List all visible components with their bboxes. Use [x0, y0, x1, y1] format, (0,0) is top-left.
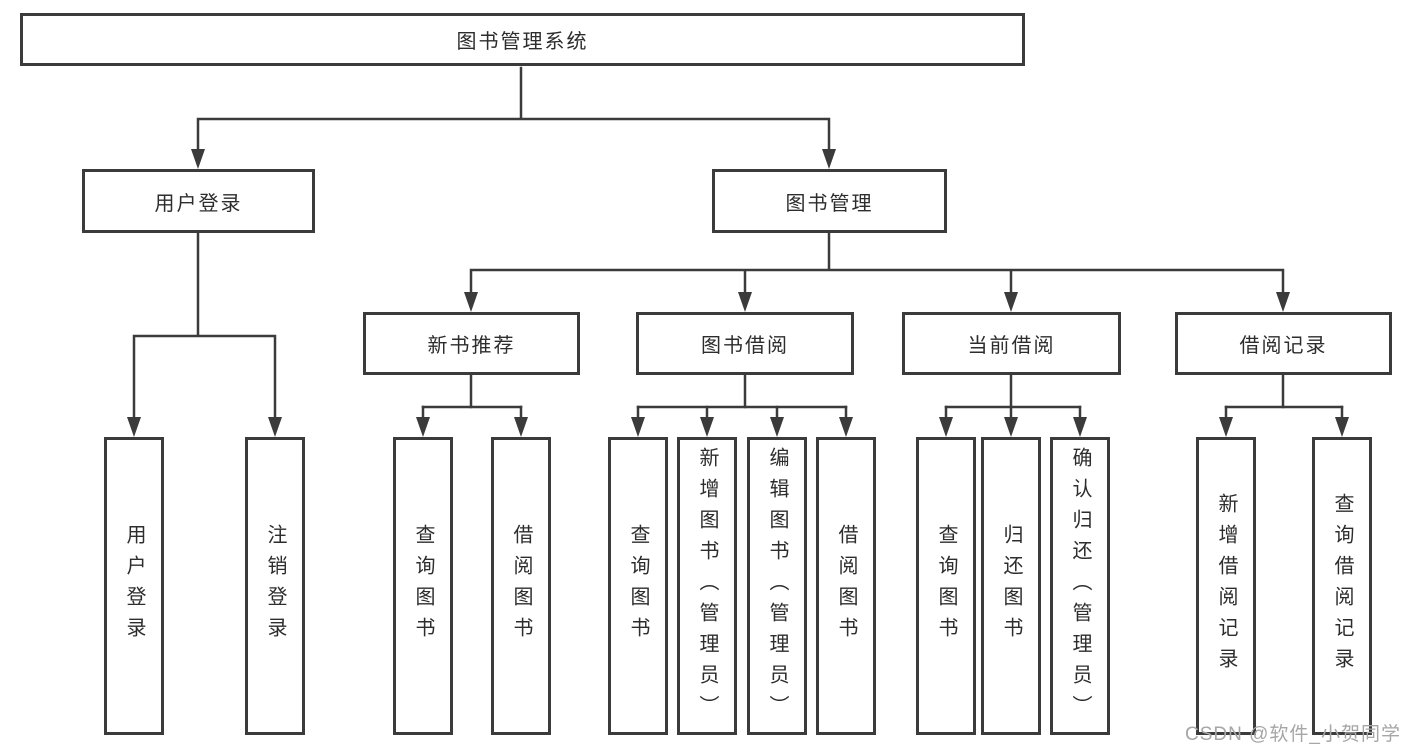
leaf-logout-label: 注销登录 [264, 524, 286, 648]
node-root-label: 图书管理系统 [456, 31, 589, 53]
leaf-logout: 注销登录 [245, 437, 305, 735]
leaf-user-login: 用户登录 [104, 437, 164, 735]
leaf-confirm-return-admin: 确认归还（管理员） [1050, 437, 1110, 735]
leaf-add-book-admin-label: 新增图书（管理员） [696, 446, 718, 726]
node-borrow-records: 借阅记录 [1175, 312, 1392, 375]
node-user-login: 用户登录 [82, 169, 315, 233]
leaf-user-login-label: 用户登录 [123, 524, 145, 648]
leaf-borrow-query-book-label: 查询图书 [627, 524, 649, 648]
leaf-current-query-book: 查询图书 [916, 437, 976, 735]
arrow-down-icons [127, 149, 1349, 437]
leaf-add-borrow-record-label: 新增借阅记录 [1215, 493, 1237, 679]
csdn-watermark: CSDN @软件_小贺同学 [1185, 724, 1401, 745]
leaf-recommend-borrow-book: 借阅图书 [491, 437, 551, 735]
node-book-management-label: 图书管理 [785, 192, 874, 215]
node-book-borrow-label: 图书借阅 [701, 335, 789, 357]
leaf-borrow-query-book: 查询图书 [608, 437, 668, 735]
leaf-current-query-book-label: 查询图书 [935, 524, 957, 648]
leaf-recommend-query-book-label: 查询图书 [412, 524, 434, 648]
leaf-confirm-return-admin-label: 确认归还（管理员） [1069, 446, 1091, 726]
leaf-recommend-query-book: 查询图书 [393, 437, 453, 735]
node-root: 图书管理系统 [20, 13, 1025, 66]
node-user-login-label: 用户登录 [154, 192, 243, 215]
leaf-query-borrow-record: 查询借阅记录 [1312, 437, 1372, 735]
leaf-query-borrow-record-label: 查询借阅记录 [1331, 493, 1353, 679]
leaf-borrow-book-label: 借阅图书 [835, 524, 857, 648]
node-new-book-recommend-label: 新书推荐 [427, 335, 516, 357]
node-borrow-records-label: 借阅记录 [1239, 335, 1328, 357]
node-new-book-recommend: 新书推荐 [363, 312, 580, 375]
node-current-borrow: 当前借阅 [902, 312, 1121, 375]
leaf-return-book: 归还图书 [981, 437, 1041, 735]
node-current-borrow-label: 当前借阅 [967, 335, 1056, 357]
leaf-edit-book-admin: 编辑图书（管理员） [747, 437, 807, 735]
leaf-add-book-admin: 新增图书（管理员） [677, 437, 737, 735]
leaf-edit-book-admin-label: 编辑图书（管理员） [766, 446, 788, 726]
leaf-recommend-borrow-book-label: 借阅图书 [510, 524, 532, 648]
tree-edges [132, 66, 1344, 422]
node-book-borrow: 图书借阅 [636, 312, 854, 375]
node-book-management: 图书管理 [712, 169, 947, 233]
leaf-borrow-book: 借阅图书 [816, 437, 876, 735]
leaf-return-book-label: 归还图书 [1000, 524, 1022, 648]
leaf-add-borrow-record: 新增借阅记录 [1196, 437, 1256, 735]
